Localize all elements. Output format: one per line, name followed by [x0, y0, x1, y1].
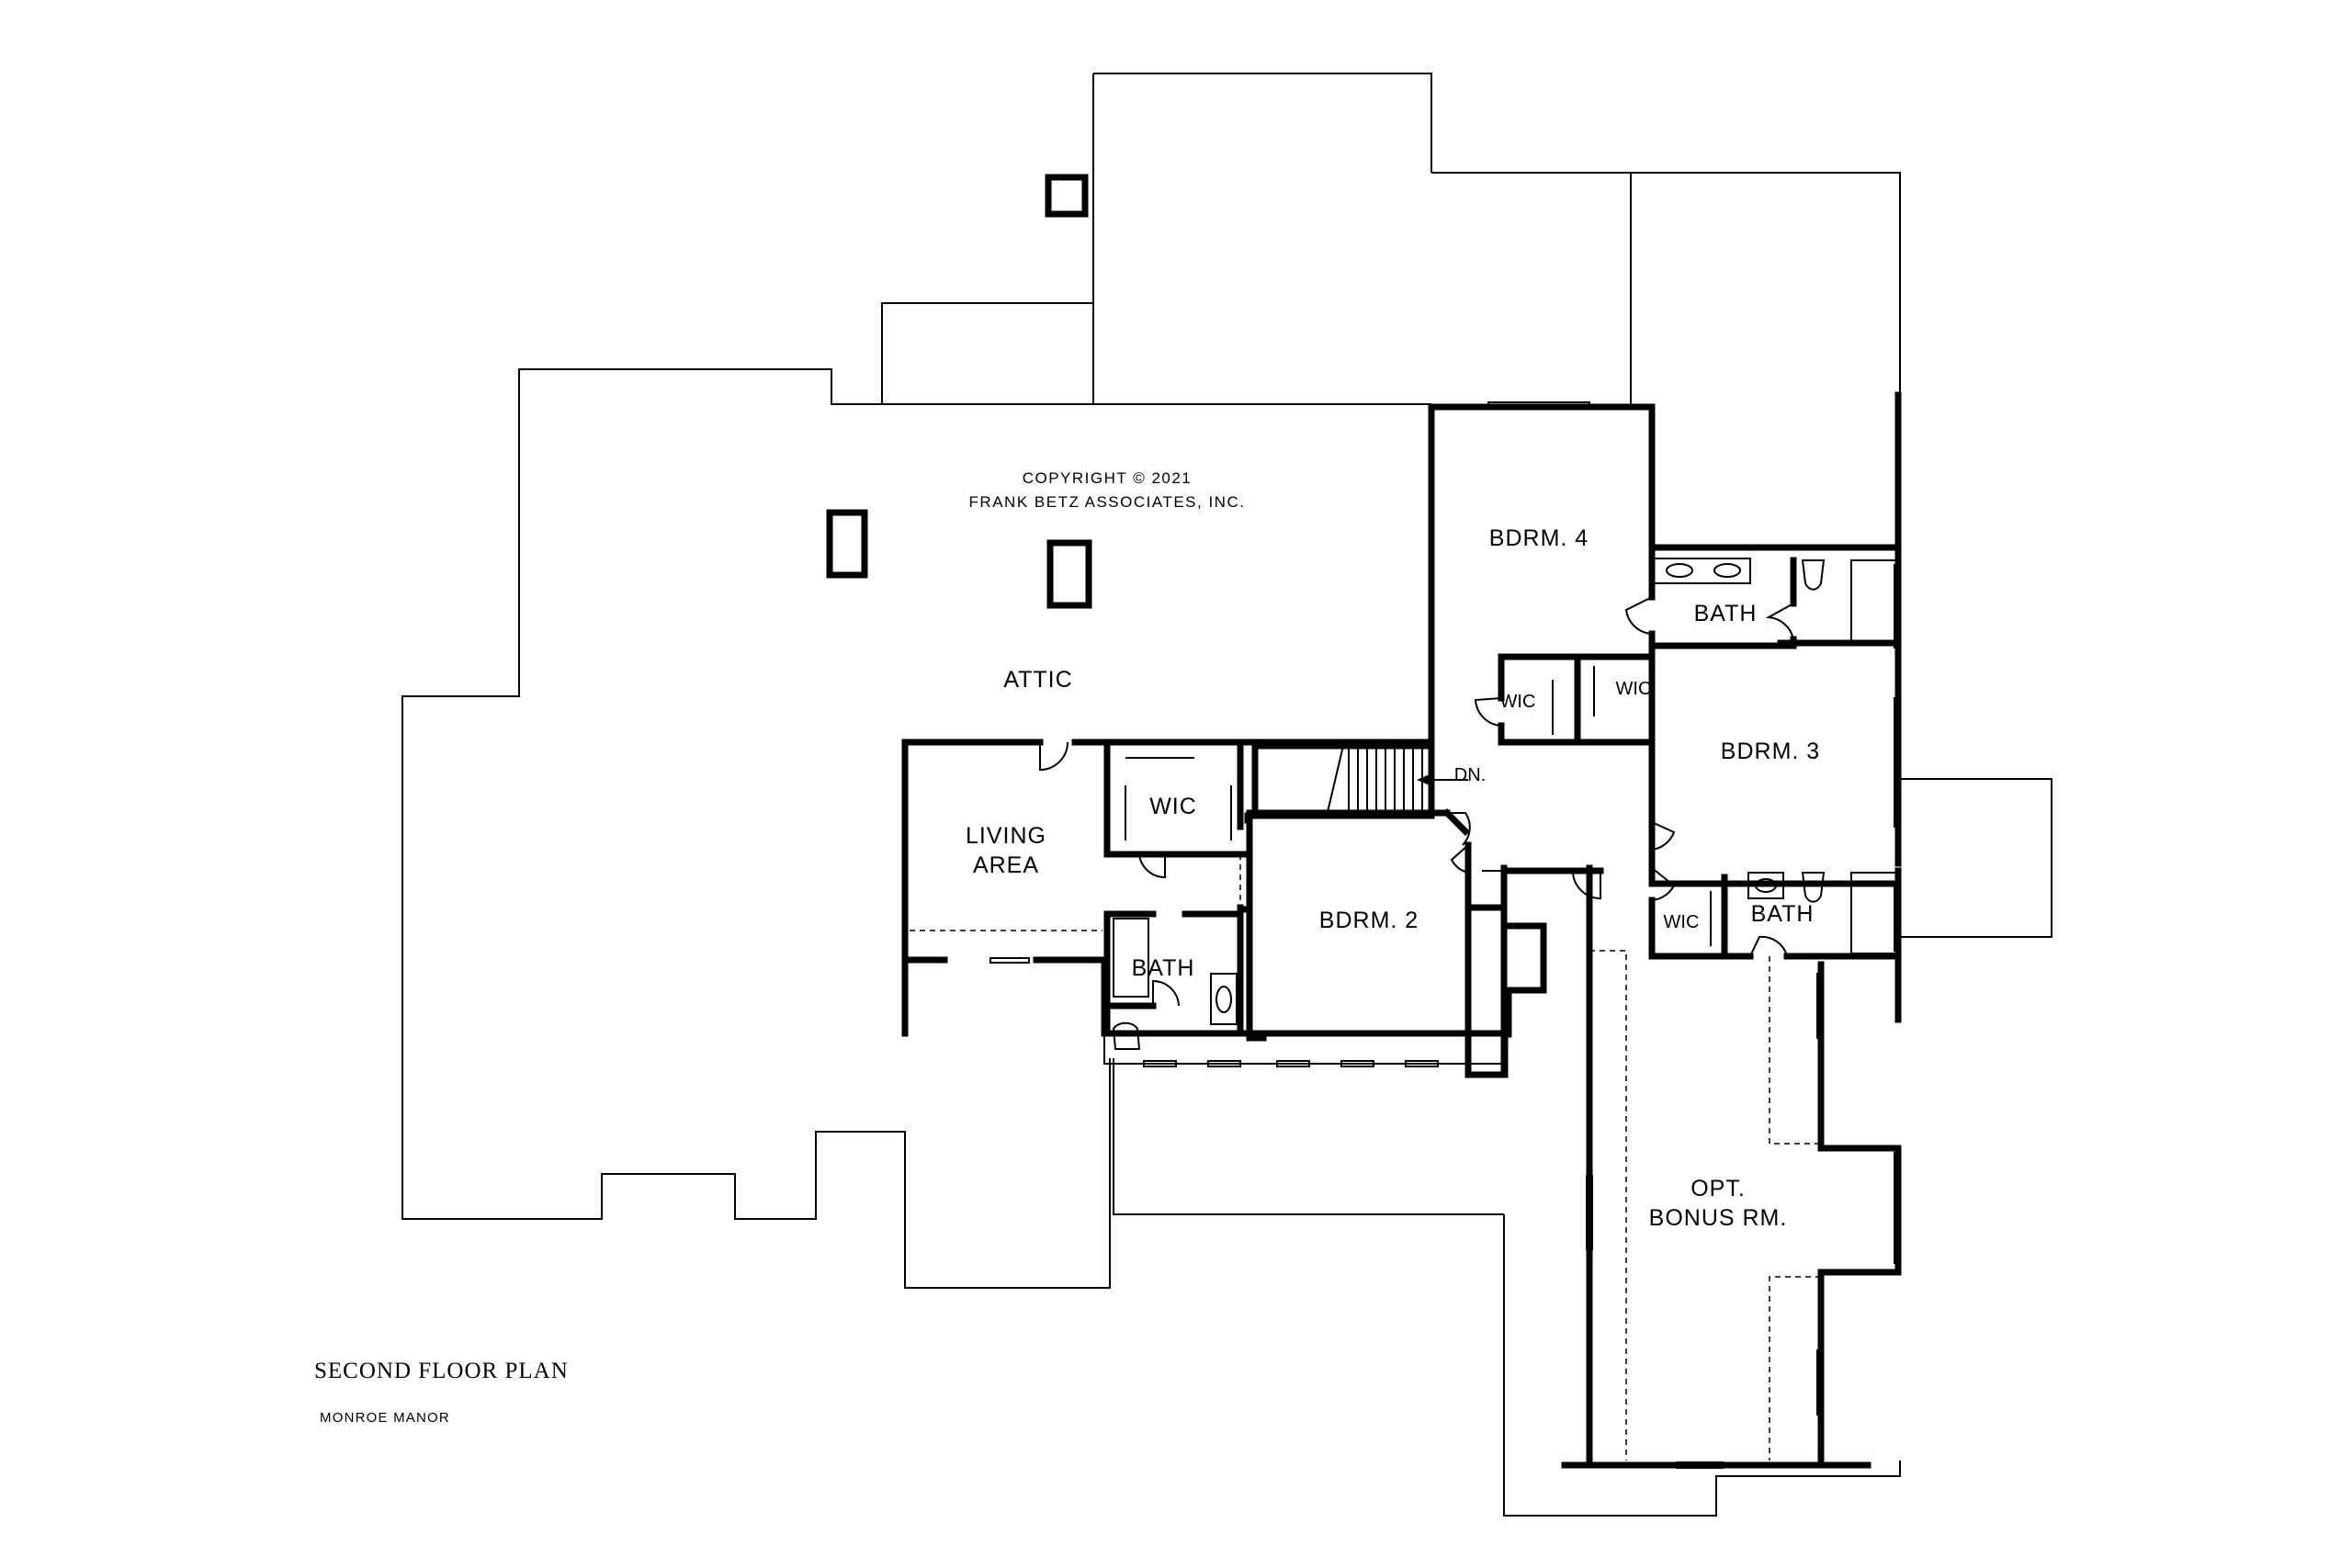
plan-subtitle: MONROE MANOR — [320, 1410, 450, 1426]
room-label-bath-upper: BATH — [1694, 601, 1758, 626]
plumbing-fixtures — [1112, 558, 1898, 1050]
room-label-attic: ATTIC — [1003, 667, 1072, 693]
room-label-bath-lower: BATH — [1132, 955, 1195, 981]
stair-label-dn: DN. — [1454, 765, 1486, 785]
room-label-living-2: AREA — [973, 852, 1039, 878]
copyright-line-1: COPYRIGHT © 2021 — [1023, 469, 1193, 487]
dashed-lines — [910, 854, 1821, 1461]
room-label-bdrm4: BDRM. 4 — [1489, 525, 1589, 551]
room-label-bdrm2: BDRM. 2 — [1319, 908, 1419, 933]
plan-title: SECOND FLOOR PLAN — [314, 1359, 569, 1383]
labels: COPYRIGHT © 2021 FRANK BETZ ASSOCIATES, … — [314, 469, 1820, 1426]
copyright-line-2: FRANK BETZ ASSOCIATES, INC. — [969, 493, 1246, 511]
closet-rods — [1125, 666, 1712, 946]
room-label-bonus-2: BONUS RM. — [1649, 1205, 1788, 1231]
stair — [1326, 745, 1468, 817]
room-label-wic-right: WIC — [1616, 679, 1652, 699]
room-label-living-1: LIVING — [966, 823, 1046, 849]
room-label-wic-small: WIC — [1664, 912, 1700, 932]
room-label-bath-right: BATH — [1751, 901, 1815, 927]
room-label-bdrm3: BDRM. 3 — [1721, 739, 1820, 764]
windows — [989, 401, 1901, 1469]
chimney-boxes — [826, 174, 1092, 609]
roof-outline — [401, 73, 2052, 1517]
room-label-wic-left: WIC — [1500, 692, 1536, 712]
room-label-wic-living: WIC — [1149, 794, 1197, 819]
doors — [1039, 596, 1794, 1007]
room-label-bonus-1: OPT. — [1690, 1176, 1746, 1201]
